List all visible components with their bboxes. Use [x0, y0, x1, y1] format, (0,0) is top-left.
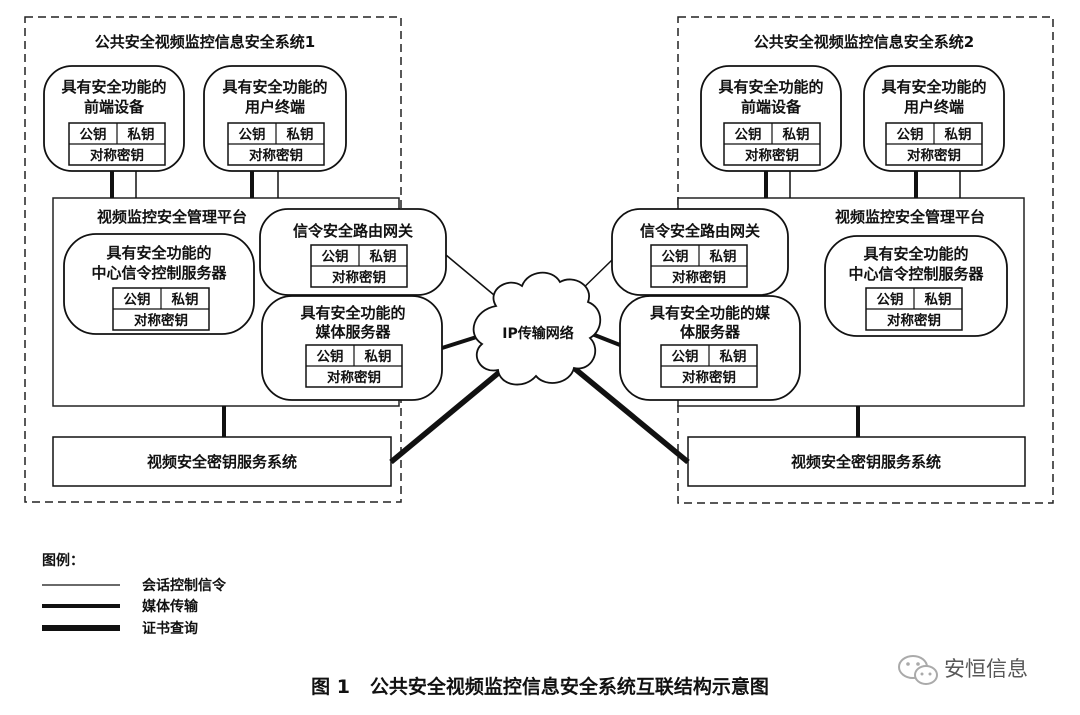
system1-key-service: [52, 436, 392, 487]
system1-terminal-line1: 具有安全功能的: [222, 78, 327, 96]
system2-terminal-line1: 具有安全功能的: [881, 78, 986, 96]
legend-title: 图例：: [42, 552, 84, 569]
system1-gateway-private-key: 私钥: [370, 248, 397, 265]
system2-media-line1: 具有安全功能的媒: [650, 304, 771, 322]
system1-platform-label: 视频监控安全管理平台: [97, 208, 247, 226]
system1-media-symmetric-key: 对称密钥: [327, 369, 381, 386]
system2-terminal-public-key: 公钥: [897, 126, 924, 143]
system1-terminal-private-key: 私钥: [287, 126, 314, 143]
system1-frontend-symmetric-key: 对称密钥: [90, 147, 144, 164]
system1-media-public-key: 公钥: [317, 348, 344, 365]
system1-terminal-line2: 用户终端: [245, 98, 305, 116]
system2-center-symmetric-key: 对称密钥: [887, 312, 941, 329]
system2-gateway-public-key: 公钥: [662, 248, 689, 265]
system2-terminal-private-key: 私钥: [945, 126, 972, 143]
system1-gateway-public-key: 公钥: [322, 248, 349, 265]
ip-network-cloud: [472, 271, 602, 386]
system2-boundary: [677, 16, 1054, 504]
system1-center-line1: 具有安全功能的: [106, 244, 211, 262]
system1-media-private-key: 私钥: [365, 348, 392, 365]
system2-gateway-symmetric-key: 对称密钥: [672, 269, 726, 286]
system2-gateway-label: 信令安全路由网关: [640, 222, 760, 240]
system2-frontend-line1: 具有安全功能的: [718, 78, 823, 96]
system2-terminal-line2: 用户终端: [904, 98, 964, 116]
system2-title: 公共安全视频监控信息安全系统2: [754, 33, 974, 51]
ip-network-label: IP传输网络: [502, 325, 573, 342]
legend-label-media: 媒体传输: [141, 598, 199, 615]
link-keyservice2-network: [572, 365, 690, 465]
system1-gateway-symmetric-key: 对称密钥: [332, 269, 386, 286]
wechat-icon: [898, 655, 938, 685]
legend-label-signal: 会话控制信令: [142, 577, 227, 594]
system1-frontend-private-key: 私钥: [128, 126, 155, 143]
system2-platform-label: 视频监控安全管理平台: [835, 208, 985, 226]
system2-center-line2: 中心信令控制服务器: [848, 265, 984, 283]
system1-center-line2: 中心信令控制服务器: [91, 264, 227, 282]
system1-center-symmetric-key: 对称密钥: [134, 312, 188, 329]
system1-terminal-public-key: 公钥: [239, 126, 266, 143]
system1-media-line1: 具有安全功能的: [300, 304, 405, 322]
system1-media-line2: 媒体服务器: [315, 323, 391, 341]
link-keyservice1-network: [389, 367, 504, 465]
system2-terminal-symmetric-key: 对称密钥: [907, 147, 961, 164]
link-gateway1-network: [445, 254, 501, 301]
system1-frontend-line2: 前端设备: [84, 98, 145, 116]
system2-frontend-public-key: 公钥: [735, 126, 762, 143]
system2-frontend-symmetric-key: 对称密钥: [745, 147, 799, 164]
system1-center-private-key: 私钥: [172, 291, 199, 308]
legend-label-cert: 证书查询: [142, 620, 198, 637]
system2-media-line2: 体服务器: [680, 323, 741, 341]
system2-center-private-key: 私钥: [925, 291, 952, 308]
link-media2-network: [591, 332, 621, 347]
system2-key-service: [687, 436, 1026, 487]
system2-gateway-private-key: 私钥: [710, 248, 737, 265]
system1-terminal-symmetric-key: 对称密钥: [249, 147, 303, 164]
system2-media-private-key: 私钥: [720, 348, 747, 365]
system1-gateway-label: 信令安全路由网关: [293, 222, 413, 240]
figure-caption: 图 1 公共安全视频监控信息安全系统互联结构示意图: [311, 675, 769, 698]
system1-frontend-public-key: 公钥: [80, 126, 107, 143]
system1-title: 公共安全视频监控信息安全系统1: [95, 33, 315, 51]
system1-frontend-line1: 具有安全功能的: [61, 78, 166, 96]
system2-frontend-private-key: 私钥: [783, 126, 810, 143]
system1-key-service-label: 视频安全密钥服务系统: [147, 453, 297, 471]
system2-key-service-label: 视频安全密钥服务系统: [791, 453, 941, 471]
system2-center-public-key: 公钥: [877, 291, 904, 308]
system1-center-public-key: 公钥: [124, 291, 151, 308]
system2-media-symmetric-key: 对称密钥: [682, 369, 736, 386]
watermark-text: 安恒信息: [944, 657, 1028, 681]
system2-frontend-line2: 前端设备: [741, 98, 802, 116]
system2-center-line1: 具有安全功能的: [863, 245, 968, 263]
system2-media-public-key: 公钥: [672, 348, 699, 365]
